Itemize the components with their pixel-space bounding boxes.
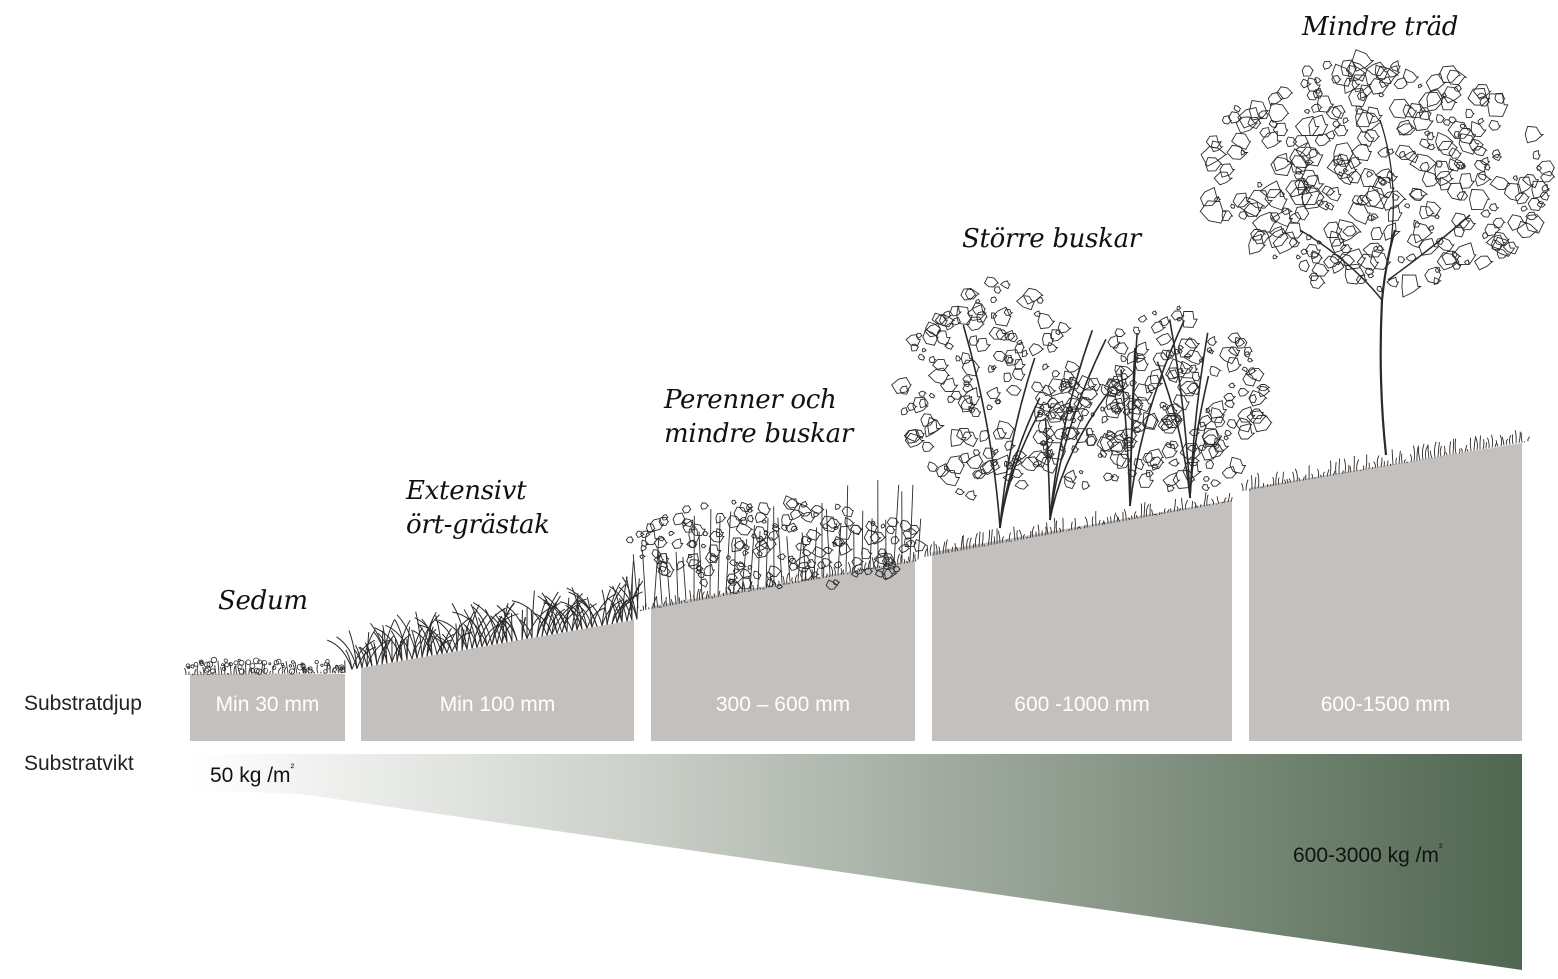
row-label-substrate-weight: Substratvikt <box>24 752 134 775</box>
substrate-block-shrubs <box>932 500 1232 741</box>
depth-label-grass: Min 100 mm <box>439 693 556 716</box>
shrubs-plant-icon <box>891 276 1273 529</box>
substrate-weight-wedge <box>190 754 1522 970</box>
shrubs-ground-icon <box>924 492 1233 558</box>
category-label-perennials: Perenner och mindre buskar <box>664 385 853 449</box>
substrate-block-tree <box>1249 443 1522 741</box>
tree-plant-icon <box>1199 49 1556 456</box>
substrate-block-grass <box>361 620 634 741</box>
grass-plant-icon <box>327 574 644 670</box>
substrate-depth-blocks <box>190 443 1522 741</box>
category-label-large-shrubs: Större buskar <box>962 224 1141 254</box>
category-label-small-trees: Mindre träd <box>1302 12 1459 42</box>
depth-label-tree: 600-1500 mm <box>1320 693 1451 716</box>
perennials-ground-icon <box>639 551 917 612</box>
category-label-sedum: Sedum <box>218 586 308 616</box>
sedum-plant-icon <box>184 656 346 676</box>
depth-label-perennials: 300 – 600 mm <box>715 693 851 716</box>
perennials-plant-icon <box>625 480 928 610</box>
plant-illustrations <box>184 49 1556 676</box>
category-label-extensive-grass-roof: Extensivt ört-grästak <box>406 476 550 540</box>
tree-ground-icon <box>1241 430 1531 492</box>
substrate-block-sedum <box>190 674 345 741</box>
depth-label-sedum: Min 30 mm <box>215 693 320 716</box>
weight-label-min: 50 kg /m² <box>210 762 295 787</box>
weight-label-max: 600-3000 kg /m² <box>1293 842 1443 867</box>
substrate-block-perennials <box>651 560 915 741</box>
depth-label-shrubs: 600 -1000 mm <box>1014 693 1150 716</box>
row-label-substrate-depth: Substratdjup <box>24 692 142 715</box>
